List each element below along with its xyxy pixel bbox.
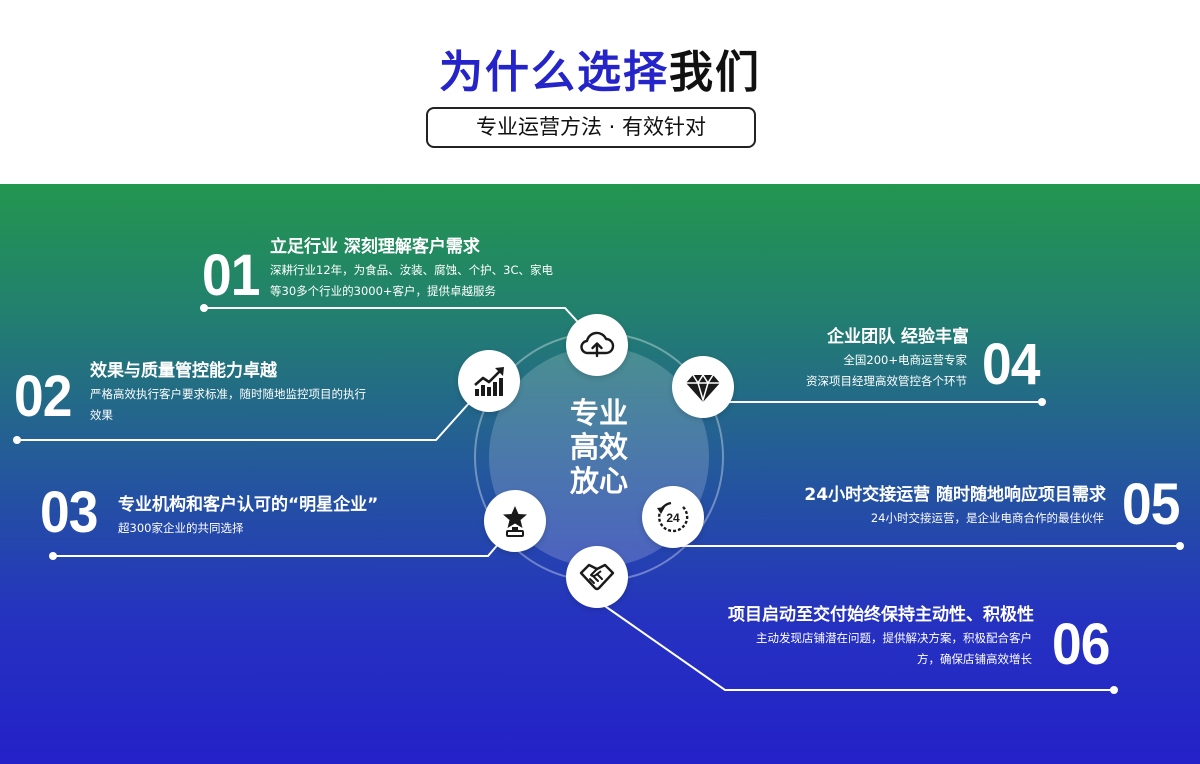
24-hours-label: 24 [666, 511, 680, 525]
item-title-06: 项目启动至交付始终保持主动性、积极性 [728, 605, 1034, 625]
connector-06 [601, 603, 1114, 691]
item-number-06: 06 [1052, 612, 1110, 677]
header: 为什么选择我们 专业运营方法 · 有效针对 [0, 0, 1200, 184]
item-desc-04b: 资深项目经理高效管控各个环节 [806, 374, 967, 388]
connector-dot-05 [1176, 542, 1184, 550]
24-hours-icon: 24 [642, 486, 704, 548]
page-title: 为什么选择我们 [0, 36, 1200, 100]
growth-chart-icon [458, 350, 520, 412]
item-title-05: 24小时交接运营 随时随地响应项目需求 [804, 485, 1106, 505]
item-desc-03a: 超300家企业的共同选择 [118, 521, 244, 535]
connector-02 [17, 401, 471, 441]
page-subtitle: 专业运营方法 · 有效针对 [426, 107, 756, 148]
features-section: 专业 高效 放心 [0, 184, 1200, 764]
diamond-icon [672, 356, 734, 418]
connector-03 [53, 541, 501, 557]
item-title-03: 专业机构和客户认可的“明星企业” [118, 495, 379, 515]
item-desc-06b: 方，确保店铺高效增长 [917, 652, 1032, 666]
item-desc-04a: 全国200+电商运营专家 [843, 353, 967, 367]
item-desc-02a: 严格高效执行客户要求标准，随时随地监控项目的执行 [90, 387, 366, 401]
title-rest: 我们 [669, 47, 761, 98]
item-title-04: 企业团队 经验丰富 [827, 327, 969, 347]
item-number-01: 01 [202, 243, 260, 308]
center-slogan: 专业 高效 放心 [549, 396, 649, 498]
item-desc-06a: 主动发现店铺潜在问题，提供解决方案，积极配合客户 [756, 631, 1032, 645]
item-number-04: 04 [982, 332, 1040, 397]
item-desc-01a: 深耕行业12年，为食品、汝装、腐蚀、个护、3C、家电 [270, 263, 553, 277]
connector-dot-06 [1110, 686, 1118, 694]
connector-dot-02 [13, 436, 21, 444]
connector-lines [13, 304, 1184, 694]
center-line-3: 放心 [569, 464, 628, 498]
center-line-2: 高效 [569, 430, 628, 464]
item-title-02: 效果与质量管控能力卓越 [90, 361, 277, 381]
center-line-1: 专业 [569, 396, 628, 430]
item-number-05: 05 [1122, 472, 1180, 537]
connector-dot-03 [49, 552, 57, 560]
item-number-02: 02 [14, 364, 72, 429]
title-highlight: 为什么选择 [439, 47, 669, 98]
item-desc-05a: 24小时交接运营，是企业电商合作的最佳伙伴 [870, 511, 1104, 525]
handshake-icon [566, 546, 628, 608]
item-desc-02b: 效果 [90, 408, 113, 422]
item-desc-01b: 等30多个行业的3000+客户，提供卓越服务 [270, 284, 497, 298]
cloud-upload-icon [566, 314, 628, 376]
connector-01 [204, 307, 588, 333]
item-title-01: 立足行业 深刻理解客户需求 [270, 237, 480, 257]
item-number-03: 03 [40, 480, 98, 545]
connector-dot-01 [200, 304, 208, 312]
star-trophy-icon [484, 490, 546, 552]
connector-dot-04 [1038, 398, 1046, 406]
